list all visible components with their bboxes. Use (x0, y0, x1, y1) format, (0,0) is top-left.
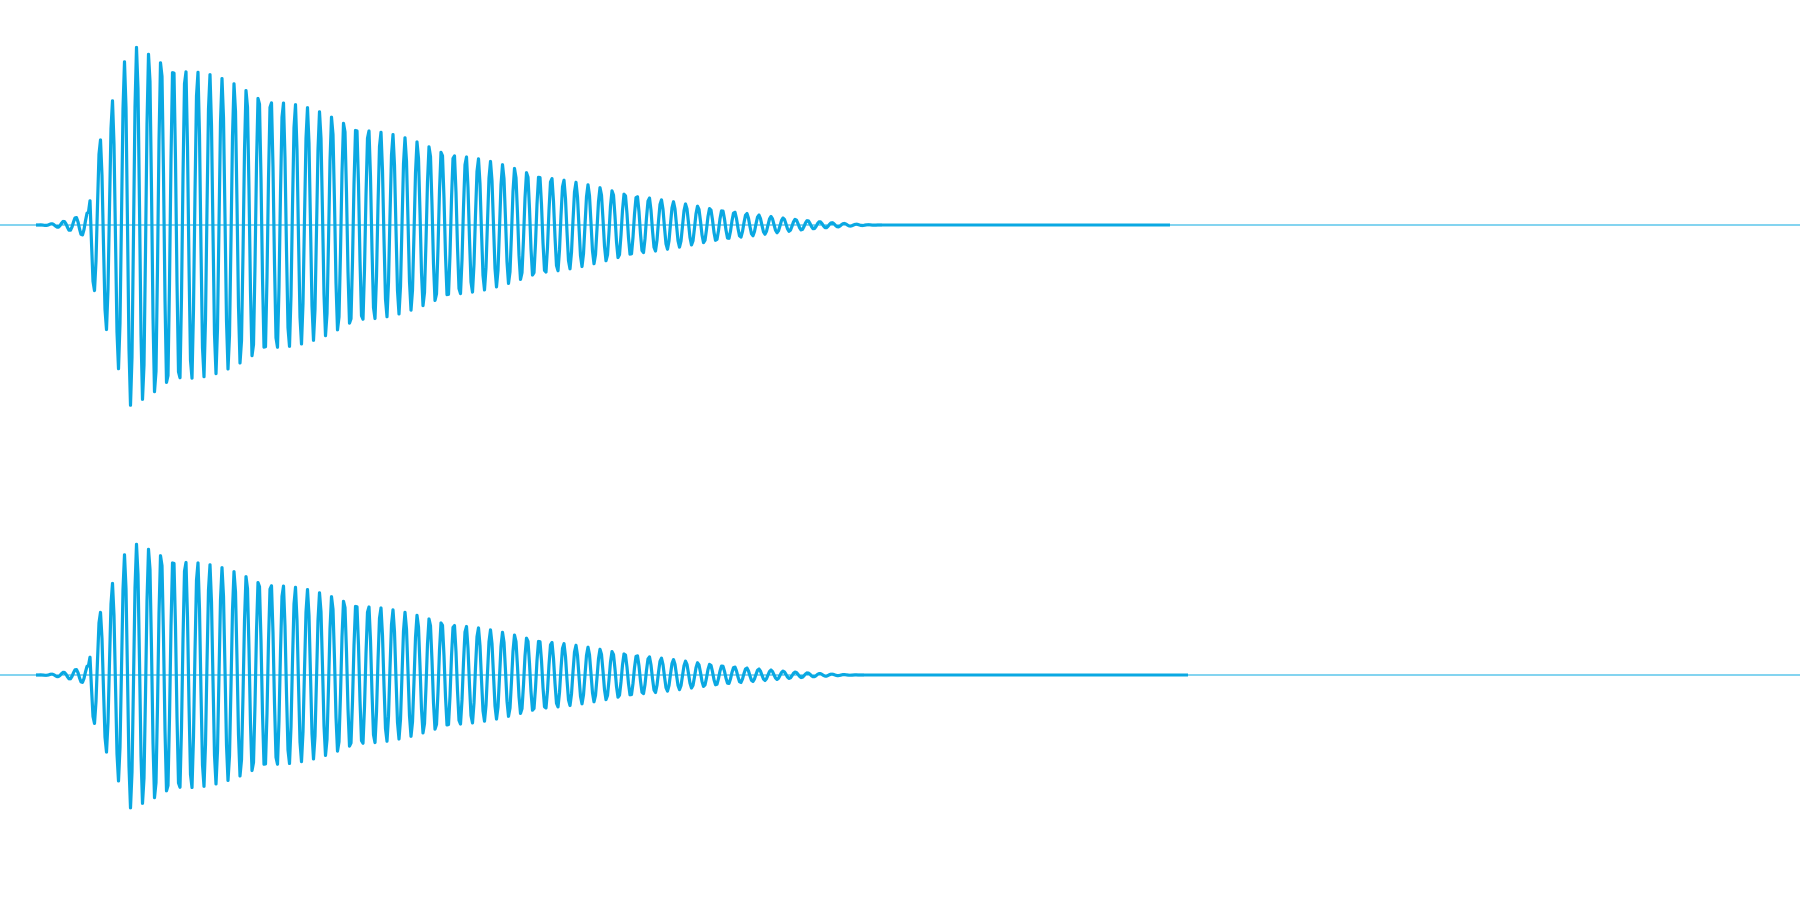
channel-1-waveform[interactable] (0, 45, 1800, 407)
channel-2-waveform[interactable] (0, 542, 1800, 810)
channel-1-envelope (35, 45, 883, 407)
channel-2-envelope (35, 542, 865, 810)
